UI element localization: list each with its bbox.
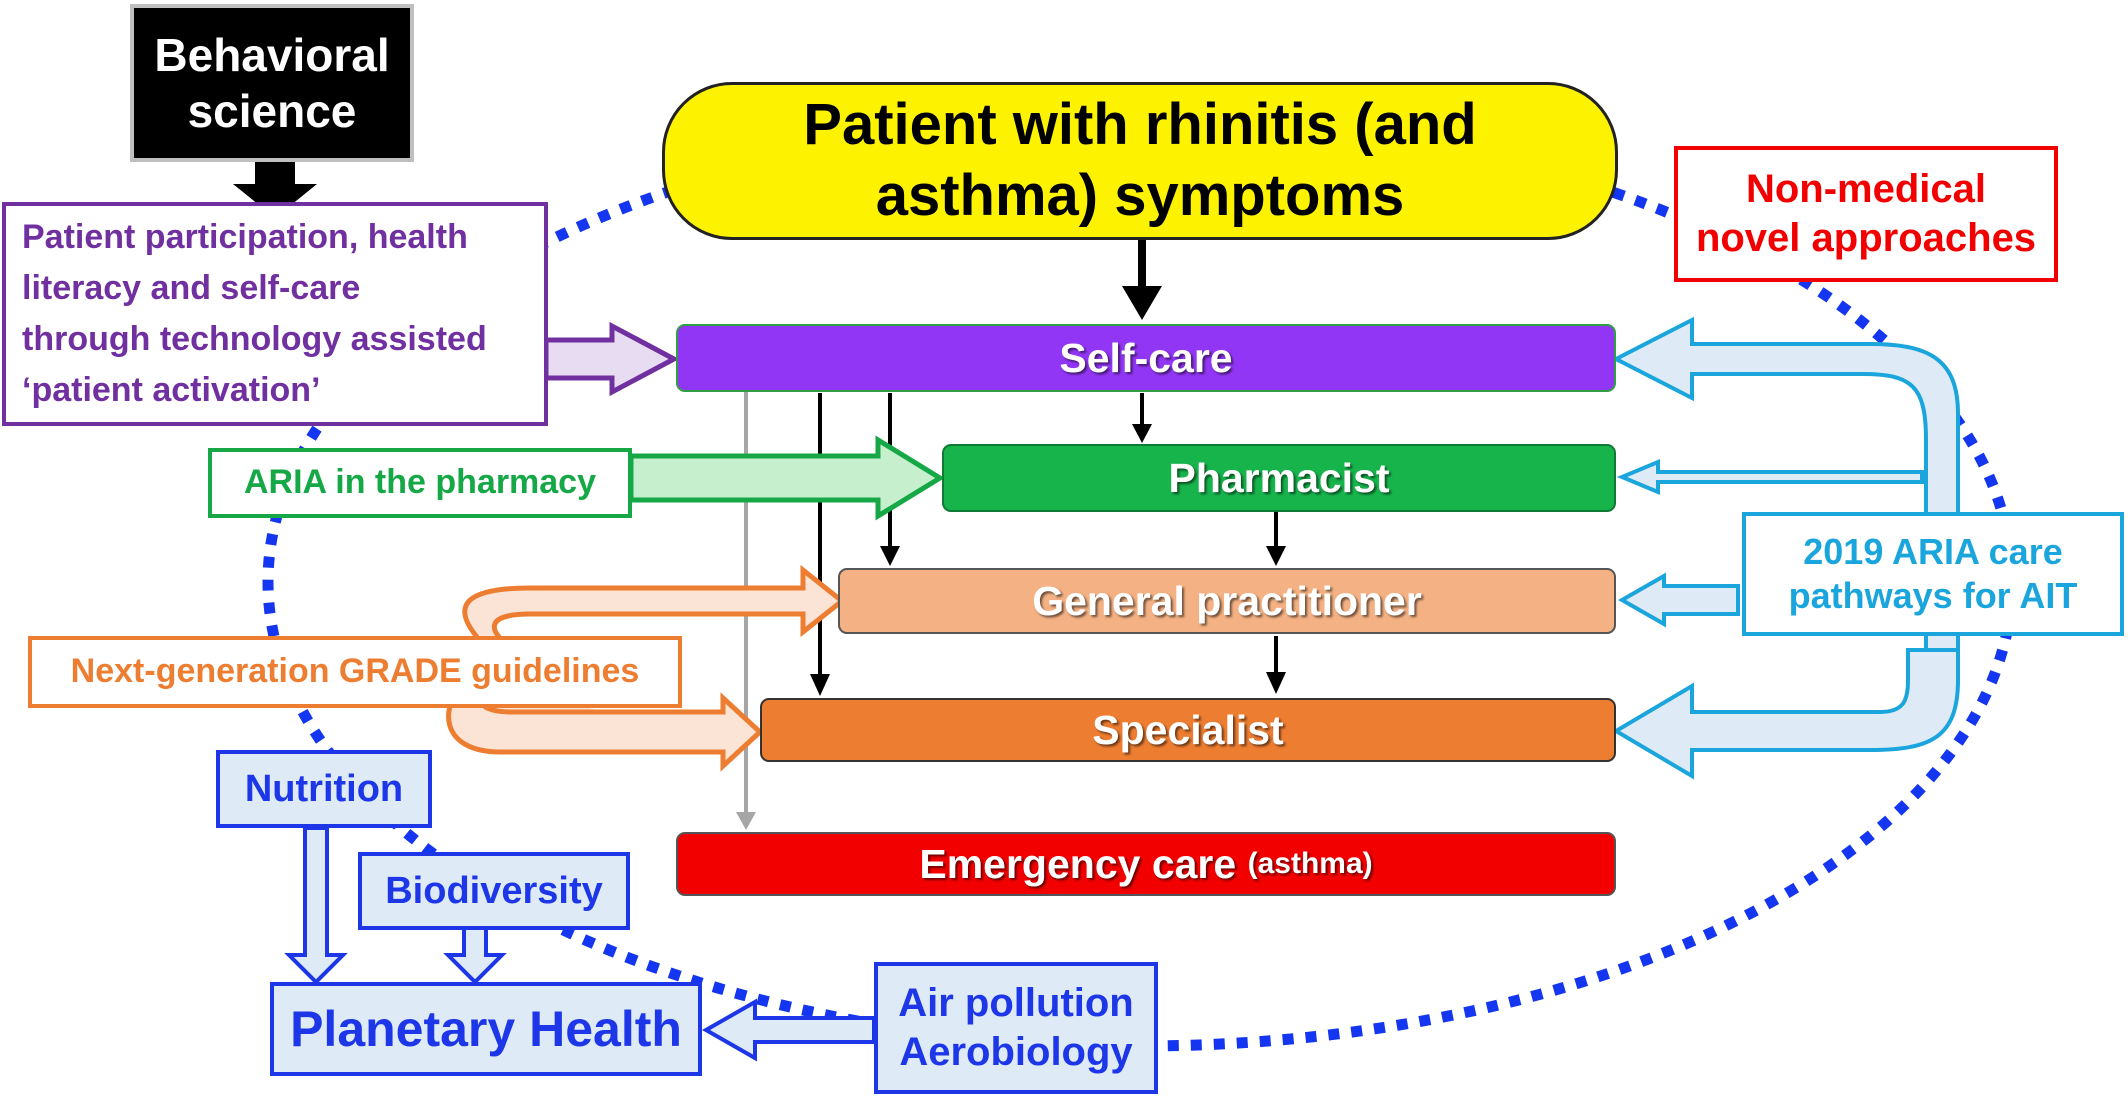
nutrition-label: Nutrition	[244, 767, 404, 810]
ait-arrows	[1611, 316, 1960, 780]
air-line-1: Air pollution	[898, 981, 1134, 1026]
pathway-arrows	[810, 240, 1286, 696]
self-care-bar: Self-care	[676, 324, 1616, 392]
pharmacy-label: ARIA in the pharmacy	[243, 463, 597, 502]
non-medical-line-1: Non-medical	[1745, 167, 1987, 212]
emergency-label: Emergency care	[919, 840, 1237, 887]
behavioral-line-1: Behavioral	[154, 28, 390, 81]
gp-label: General practitioner	[1032, 577, 1422, 624]
grade-box: Next-generation GRADE guidelines	[28, 636, 682, 708]
air-box: Air pollution Aerobiology	[874, 962, 1158, 1094]
pharmacy-box: ARIA in the pharmacy	[208, 448, 632, 518]
pharmacist-label: Pharmacist	[1168, 454, 1390, 501]
self-care-label: Self-care	[1059, 334, 1233, 381]
pharmacy-arrow	[628, 435, 945, 521]
grade-label: Next-generation GRADE guidelines	[70, 652, 640, 691]
biodiversity-box: Biodiversity	[358, 852, 630, 930]
nutrition-box: Nutrition	[216, 750, 432, 828]
specialist-bar: Specialist	[760, 698, 1616, 762]
planetary-label: Planetary Health	[290, 1000, 682, 1057]
non-medical-line-2: novel approaches	[1695, 216, 2037, 260]
planetary-arrows	[284, 826, 876, 1062]
activation-box: Patient participation, health literacy a…	[2, 202, 548, 426]
behavioral-line-2: science	[187, 85, 357, 137]
emergency-note: (asthma)	[1247, 846, 1373, 880]
ait-line-2: pathways for AIT	[1788, 575, 2078, 616]
behavioral-box: Behavioral science	[130, 4, 414, 162]
pharmacist-bar: Pharmacist	[942, 444, 1616, 512]
patient-line-2: asthma) symptoms	[875, 163, 1405, 228]
activation-arrow	[543, 321, 680, 397]
activation-line-4: ‘patient activation’	[22, 371, 321, 409]
activation-line-3: through technology assisted	[22, 320, 487, 358]
behavioral-arrow	[233, 160, 317, 218]
patient-line-1: Patient with rhinitis (and	[803, 92, 1477, 158]
arrowhead-emergency	[736, 812, 756, 830]
activation-line-1: Patient participation, health	[22, 218, 468, 256]
air-line-2: Aerobiology	[899, 1030, 1133, 1074]
specialist-label: Specialist	[1092, 706, 1284, 753]
patient-box: Patient with rhinitis (and asthma) sympt…	[662, 82, 1618, 240]
activation-line-2: literacy and self-care	[22, 269, 361, 307]
gp-bar: General practitioner	[838, 568, 1616, 634]
planetary-box: Planetary Health	[270, 982, 702, 1076]
emergency-bar: Emergency care (asthma)	[676, 832, 1616, 896]
non-medical-box: Non-medical novel approaches	[1674, 146, 2058, 282]
biodiversity-label: Biodiversity	[385, 869, 603, 912]
ait-box: 2019 ARIA care pathways for AIT	[1742, 512, 2124, 636]
ait-line-1: 2019 ARIA care	[1803, 531, 2063, 573]
